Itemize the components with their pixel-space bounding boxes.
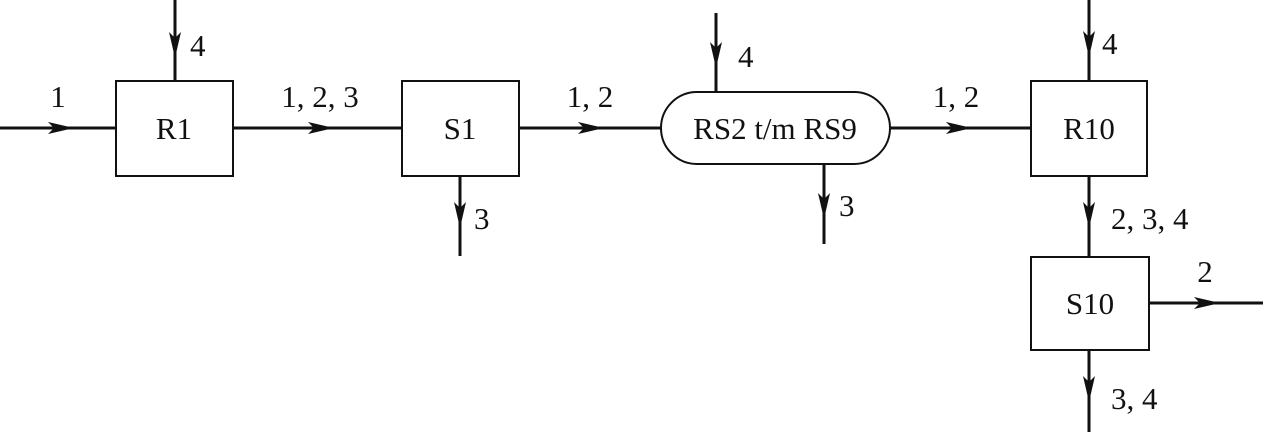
unit-s1-label: S1 (444, 111, 477, 146)
arrowhead-s10-right (1194, 297, 1220, 309)
unit-r10-label: R10 (1063, 111, 1115, 146)
stream-rs-top-label: 4 (738, 39, 754, 74)
arrowhead-r10-out (1083, 202, 1095, 228)
arrowhead-feed (48, 122, 74, 134)
stream-feed-label: 1 (50, 79, 66, 114)
unit-rs-box (660, 91, 891, 165)
unit-s10-label: S10 (1066, 286, 1114, 321)
stream-rs-bottom-label: 3 (839, 188, 855, 223)
unit-r1-label: R1 (156, 111, 192, 146)
stream-s10-right-label: 2 (1197, 254, 1213, 289)
stream-rs-out-label: 1, 2 (933, 79, 980, 114)
unit-r10-box (1030, 80, 1148, 177)
arrowhead-r1-in (169, 32, 181, 58)
unit-s10-box (1030, 256, 1150, 351)
arrowhead-s1-bottom (454, 202, 466, 228)
stream-s1-out-label: 1, 2 (567, 79, 614, 114)
unit-rs-label: RS2 t/m RS9 (693, 111, 857, 146)
arrowhead-rs-top (710, 42, 722, 68)
stream-s10-bottom-label: 3, 4 (1111, 381, 1158, 416)
stream-s1-bottom-label: 3 (474, 201, 490, 236)
arrowhead-s10-bottom (1083, 376, 1095, 402)
stream-r1-in-label: 4 (190, 28, 206, 63)
stream-r10-top-label: 4 (1102, 26, 1118, 61)
unit-r1-box (115, 80, 234, 177)
stream-r1-out-label: 1, 2, 3 (281, 79, 359, 114)
arrowhead-rs-bottom (818, 193, 830, 219)
arrowhead-r10-top (1083, 31, 1095, 57)
arrowhead-s1-out (578, 122, 604, 134)
arrowhead-rs-out (946, 122, 972, 134)
stream-r10-out-label: 2, 3, 4 (1111, 201, 1189, 236)
arrowhead-r1-out (308, 122, 334, 134)
unit-s1-box (401, 80, 520, 177)
